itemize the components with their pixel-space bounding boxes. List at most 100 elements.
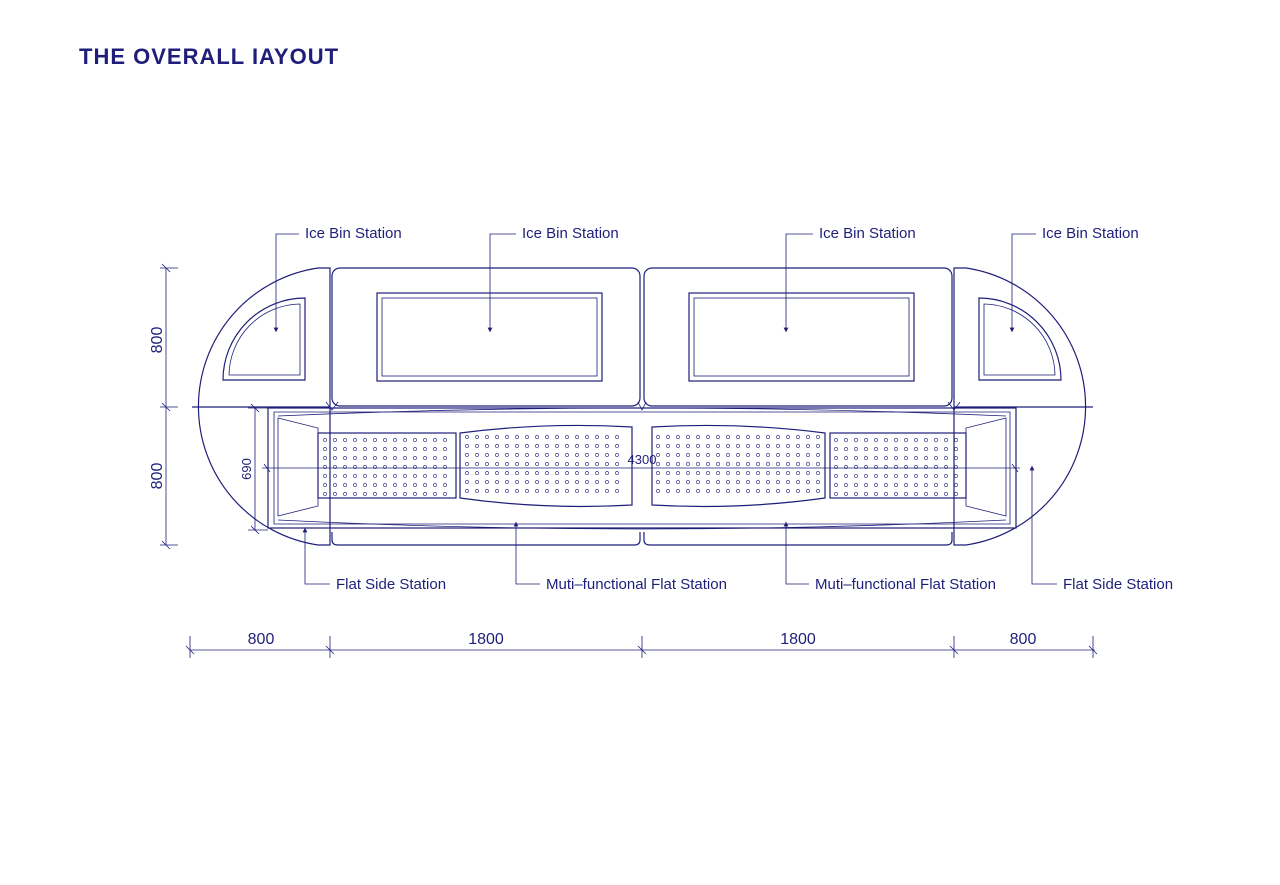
perforation-dot xyxy=(373,483,377,487)
perforation-dot xyxy=(786,444,790,448)
perforation-dot xyxy=(834,492,838,496)
perforation-dot xyxy=(874,456,878,460)
perforation-dot xyxy=(766,471,770,475)
perforation-dot xyxy=(746,489,750,493)
perforation-dot xyxy=(433,465,437,469)
perforated-panel-2 xyxy=(459,424,633,508)
perforation-dot xyxy=(746,444,750,448)
perforation-dot xyxy=(595,471,599,475)
perforation-dot xyxy=(505,462,509,466)
perforation-dot xyxy=(495,444,499,448)
perforation-dot xyxy=(383,492,387,496)
perforation-dot xyxy=(756,489,760,493)
perforation-dot xyxy=(423,438,427,442)
perforation-dot xyxy=(696,462,700,466)
perforation-dot xyxy=(796,453,800,457)
perforation-dot xyxy=(363,492,367,496)
perforation-dot xyxy=(864,447,868,451)
perforation-dot xyxy=(575,489,579,493)
perforation-dot xyxy=(816,471,820,475)
perforation-dot xyxy=(834,474,838,478)
perforation-dot xyxy=(383,456,387,460)
perforation-dot xyxy=(323,474,327,478)
perforation-dot xyxy=(894,474,898,478)
left-end-station xyxy=(197,267,331,546)
perforation-dot xyxy=(864,438,868,442)
perforation-dot xyxy=(706,480,710,484)
perforation-dot xyxy=(816,480,820,484)
perforation-dot xyxy=(595,489,599,493)
perforation-dot xyxy=(696,471,700,475)
perforation-dot xyxy=(323,438,327,442)
perforation-dot xyxy=(766,453,770,457)
perforation-dot xyxy=(904,492,908,496)
perforation-dot xyxy=(615,489,619,493)
perforation-dot xyxy=(565,462,569,466)
perforation-dot xyxy=(555,453,559,457)
perforation-dot xyxy=(555,471,559,475)
perforation-dot xyxy=(776,462,780,466)
perforation-dot xyxy=(746,462,750,466)
perforation-dot xyxy=(485,480,489,484)
perforation-dot xyxy=(595,444,599,448)
perforation-dot xyxy=(756,453,760,457)
perforation-dot xyxy=(555,489,559,493)
perforation-dot xyxy=(944,447,948,451)
perforation-dot xyxy=(413,474,417,478)
perforation-dot xyxy=(894,438,898,442)
perforation-dot xyxy=(736,462,740,466)
perforation-dot xyxy=(944,438,948,442)
perforation-dot xyxy=(874,465,878,469)
perforation-dot xyxy=(383,465,387,469)
perforation-dot xyxy=(914,483,918,487)
perforation-dot xyxy=(924,483,928,487)
perforation-dot xyxy=(545,480,549,484)
perforation-dot xyxy=(884,465,888,469)
perforation-dot xyxy=(615,471,619,475)
perforation-dot xyxy=(515,435,519,439)
perforation-dot xyxy=(393,456,397,460)
perforation-dot xyxy=(944,456,948,460)
label-ice-bin-3: Ice Bin Station xyxy=(819,225,916,242)
perforation-dot xyxy=(505,435,509,439)
perforation-dot xyxy=(373,465,377,469)
perforation-dot xyxy=(615,435,619,439)
perforation-dot xyxy=(786,480,790,484)
right-end-station xyxy=(953,267,1087,546)
perforation-dot xyxy=(776,489,780,493)
perforation-dot xyxy=(393,465,397,469)
perforation-dot xyxy=(706,489,710,493)
perforation-dot xyxy=(834,465,838,469)
perforation-dot xyxy=(535,471,539,475)
perforation-dot xyxy=(816,435,820,439)
perforation-dot xyxy=(443,483,447,487)
perforation-dot xyxy=(565,435,569,439)
perforation-dot xyxy=(844,474,848,478)
perforation-dot xyxy=(924,474,928,478)
perforation-dot xyxy=(373,474,377,478)
perforation-dot xyxy=(726,489,730,493)
perforation-dot xyxy=(924,447,928,451)
perforation-dot xyxy=(726,444,730,448)
perforation-dot xyxy=(874,438,878,442)
perforation-dot xyxy=(505,444,509,448)
perforation-dot xyxy=(766,435,770,439)
perforation-dot xyxy=(595,453,599,457)
perforation-dot xyxy=(666,489,670,493)
perforation-dot xyxy=(676,444,680,448)
perforation-dot xyxy=(834,438,838,442)
perforation-dot xyxy=(706,471,710,475)
perforation-dot xyxy=(676,489,680,493)
perforation-dot xyxy=(525,444,529,448)
perforation-dot xyxy=(864,465,868,469)
perforation-dot xyxy=(656,489,660,493)
perforation-dot xyxy=(585,453,589,457)
perforation-dot xyxy=(575,435,579,439)
perforation-dot xyxy=(746,480,750,484)
perforation-dot xyxy=(666,453,670,457)
perforation-dot xyxy=(615,453,619,457)
perforation-dot xyxy=(844,447,848,451)
perforation-dot xyxy=(806,462,810,466)
label-ice-bin-2: Ice Bin Station xyxy=(522,225,619,242)
perforation-dot xyxy=(716,462,720,466)
